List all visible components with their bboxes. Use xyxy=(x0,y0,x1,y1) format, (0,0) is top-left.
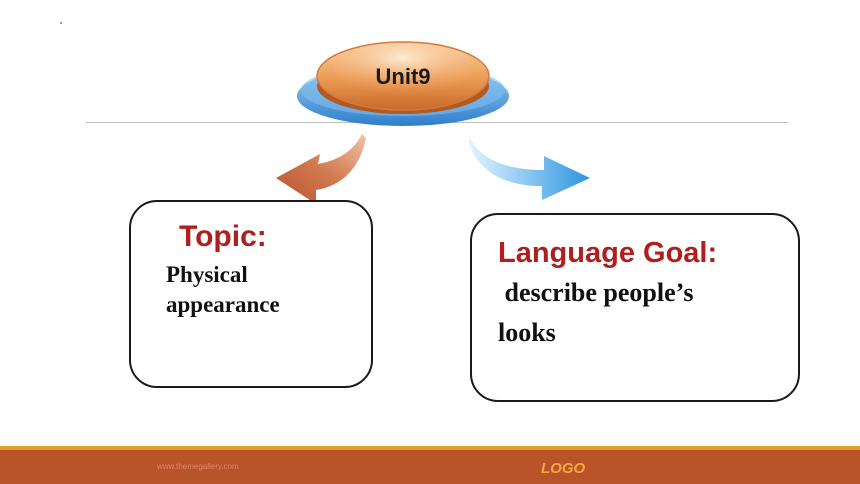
footer-bar: www.themegallery.com LOGO xyxy=(0,450,860,484)
topic-line: Physical xyxy=(166,262,248,287)
language-goal-heading: Language Goal: xyxy=(498,237,718,269)
badge-disc-icon xyxy=(297,41,509,126)
footer-url: www.themegallery.com xyxy=(157,462,239,471)
goal-line: looks xyxy=(498,318,556,347)
unit-badge: Unit9 xyxy=(295,24,511,134)
unit-label: Unit9 xyxy=(375,64,431,89)
topic-line: appearance xyxy=(166,292,280,317)
footer-logo: LOGO xyxy=(541,460,586,477)
curved-arrow-left-icon xyxy=(276,134,366,204)
topic-heading: Topic: xyxy=(179,220,267,253)
topic-text: Physical appearance xyxy=(166,260,366,320)
footer-accent-line xyxy=(0,446,860,450)
language-goal-box: Language Goal: describe people’s looks xyxy=(470,213,800,402)
corner-dot xyxy=(60,22,62,24)
curved-arrow-right-icon xyxy=(468,138,590,200)
topic-box: Topic: Physical appearance xyxy=(129,200,373,388)
language-goal-text: describe people’s looks xyxy=(498,273,788,353)
goal-line: describe people’s xyxy=(498,278,694,307)
